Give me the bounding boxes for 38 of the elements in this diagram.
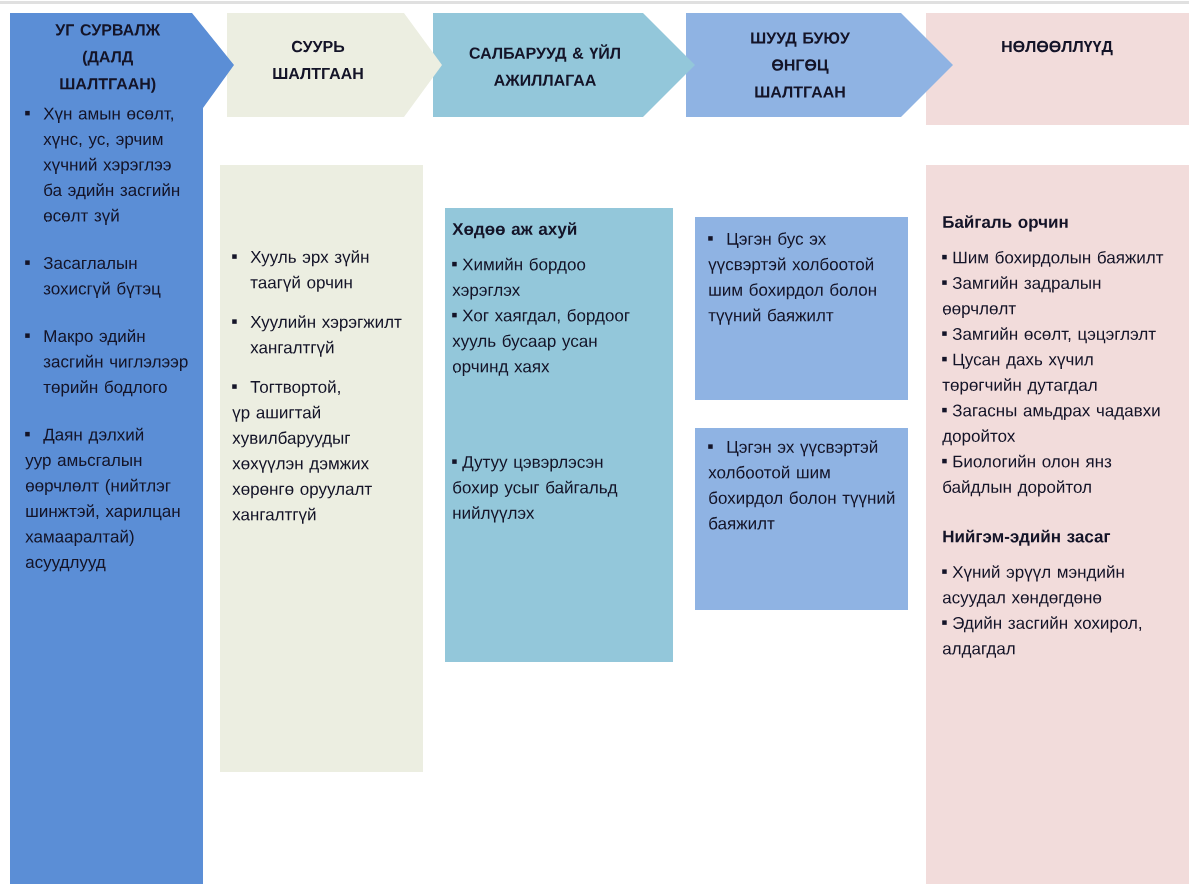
header-banner bbox=[227, 13, 442, 117]
bullet-item: Дутуу цэвэрлэсэн бохир усыг байгальд нийлүүлэх bbox=[452, 456, 618, 523]
section-heading: Байгаль орчин bbox=[943, 215, 1068, 232]
bullet-item: Хууль эрх зүйн таагүй орчин bbox=[232, 250, 369, 292]
column-heading: СУУРЬ ШАЛТГААН bbox=[273, 40, 363, 80]
section-heading: Хөдөө аж ахуй bbox=[452, 222, 577, 239]
column-heading: САЛБАРУУД & ҮЙЛ АЖИЛЛАГАА bbox=[469, 44, 620, 86]
bullet-item: Хүний эрүүл мэндийн асуудал хөндөгдөнө bbox=[942, 565, 1124, 607]
header-banner bbox=[433, 13, 695, 117]
bullet-item: Цусан дахь хүчил төрөгчийн дутагдал bbox=[942, 353, 1097, 395]
bullet-item: Эдийн засгийн хохирол, алдагдал bbox=[942, 616, 1142, 658]
header-banner bbox=[686, 13, 953, 117]
bullet-item: Цэгэн бус эх үүсвэртэй холбоотой шим бохирдол болон түүний баяжилт bbox=[708, 232, 876, 325]
column-heading: УГ СУРВАЛЖ (ДАЛД ШАЛТГААН) bbox=[55, 24, 161, 93]
column-heading: НӨЛӨӨЛЛҮҮД bbox=[1002, 40, 1113, 56]
column-panel bbox=[10, 13, 234, 884]
bullet-item: Хуулийн хэрэгжилт хангалтгүй bbox=[232, 315, 402, 357]
bullet-item: Тогтвортой, үр ашигтай хувилбаруудыг хөхүүлэн дэмжих хөрөнгө оруулалт хангалтгүй bbox=[232, 380, 372, 524]
bullet-item: Биологийн олон янз байдлын доройтол bbox=[942, 454, 1112, 497]
column-heading: ШУУД БУЮУ ӨНГӨЦ ШАЛТГААН bbox=[751, 32, 851, 98]
bullet-item: Засаглалын зохисгүй бүтэц bbox=[25, 257, 161, 298]
section-heading: Нийгэм-эдийн засаг bbox=[943, 529, 1111, 546]
header-box bbox=[926, 13, 1189, 125]
bullet-item: Замгийн задралын өөрчлөлт bbox=[942, 276, 1101, 318]
bullet-item: Даян дэлхий уур амьсгалын өөрчлөлт (нийтлэг шинжтэй, харилцан хамааралтай) асуудлууд bbox=[25, 427, 180, 572]
content-box bbox=[220, 165, 423, 772]
bullet-item: Хог хаягдал, бордоог хууль бусаар усан орчинд хаях bbox=[452, 308, 630, 376]
bullet-item: Замгийн өсөлт, цэцэглэлт bbox=[942, 327, 1156, 344]
content-box bbox=[445, 208, 673, 662]
bullet-item: Загасны амьдрах чадавхи доройтох bbox=[942, 404, 1160, 446]
bullet-item: Химийн бордоо хэрэглэх bbox=[452, 257, 586, 300]
content-box bbox=[695, 217, 908, 400]
bullet-item: Шим бохирдолын баяжилт bbox=[942, 250, 1164, 267]
content-box bbox=[695, 428, 908, 610]
content-box bbox=[926, 165, 1189, 884]
bullet-item: Цэгэн эх үүсвэртэй холбоотой шим бохирдол болон түүний баяжилт bbox=[708, 440, 895, 530]
bullet-item: Хүн амын өсөлт, хүнс, ус, эрчим хүчний хэрэглээ ба эдийн засгийн өсөлт зүй bbox=[25, 107, 180, 225]
bullet-item: Макро эдийн засгийн чиглэлээр төрийн бодлого bbox=[25, 329, 188, 397]
